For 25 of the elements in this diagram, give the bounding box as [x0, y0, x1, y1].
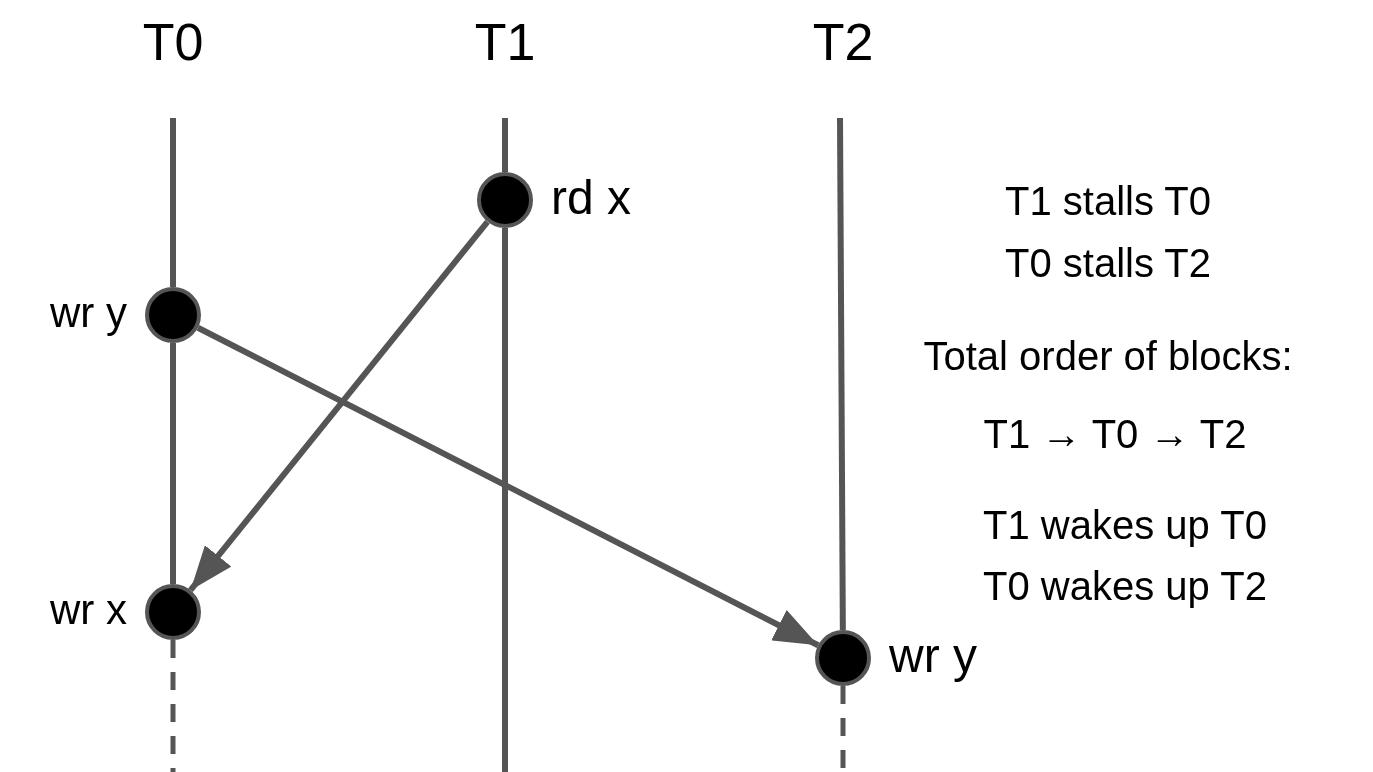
- timeline-line: [170, 118, 176, 287]
- event-dot: [815, 630, 871, 686]
- note-text: T1 → T0 → T2: [983, 414, 1247, 454]
- note-text: T0 wakes up T2: [983, 566, 1267, 606]
- event-dot: [145, 287, 201, 343]
- event-label: wr x: [50, 588, 127, 631]
- event-label: rd x: [551, 173, 631, 222]
- note-text: T1 stalls T0: [1005, 181, 1211, 221]
- timeline-line: [502, 228, 508, 772]
- timeline-line: [502, 118, 508, 172]
- arrow: [196, 325, 820, 648]
- event-label: wr y: [889, 631, 977, 680]
- event-dot: [477, 172, 533, 228]
- thread-label: T0: [142, 16, 204, 69]
- thread-label: T1: [474, 16, 536, 69]
- event-dot: [145, 584, 201, 640]
- timeline-line: [170, 640, 176, 772]
- note-text: T0 stalls T2: [1005, 243, 1211, 283]
- timeline-line: [170, 343, 176, 584]
- event-label: wr y: [50, 291, 127, 334]
- note-text: Total order of blocks:: [923, 336, 1293, 376]
- note-text: T1 wakes up T0: [983, 505, 1267, 545]
- thread-label: T2: [812, 16, 874, 69]
- timeline-line: [837, 118, 846, 630]
- arrow: [188, 219, 490, 593]
